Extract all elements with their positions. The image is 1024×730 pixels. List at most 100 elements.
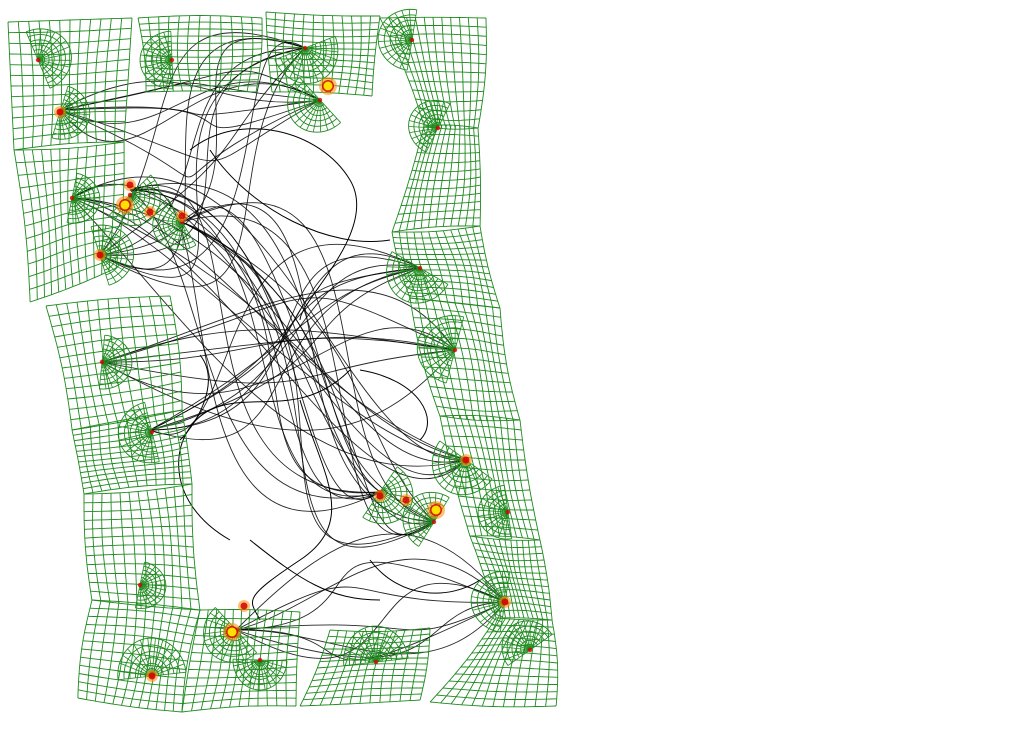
fan-spoke [259, 659, 281, 680]
fan-spoke [37, 31, 56, 61]
fan-spoke [147, 59, 173, 80]
flow-line [149, 267, 421, 431]
mesh-gridline [477, 556, 545, 562]
fan-spoke [378, 34, 413, 41]
fan-spoke [129, 180, 156, 196]
fan-spoke [379, 477, 408, 493]
flow-line [181, 221, 435, 548]
flow-line [129, 189, 381, 499]
mesh-gridline [94, 18, 102, 143]
fan-spoke [391, 251, 421, 269]
flow-line [59, 99, 321, 129]
mesh-gridline [13, 149, 31, 303]
fan-spoke [156, 34, 173, 61]
singularity-core [376, 492, 384, 500]
fan-spoke [71, 174, 84, 199]
fan-spoke [364, 627, 377, 663]
fan-spoke [486, 493, 509, 513]
fan-spoke [156, 221, 183, 238]
mesh-gridline [11, 100, 127, 108]
fan-spoke [37, 52, 72, 61]
mesh-gridline [181, 705, 297, 713]
fan-spoke [379, 466, 398, 493]
mesh-fan [51, 85, 91, 140]
fan-spoke [139, 566, 156, 586]
mesh-gridline [182, 485, 192, 610]
fan-spoke [37, 29, 49, 61]
fan-spoke [431, 321, 456, 351]
fan-spoke [502, 649, 531, 654]
fan-spoke [170, 221, 183, 249]
mesh-gridline [266, 31, 378, 38]
fan-spoke [37, 40, 67, 61]
mesh-gridline [69, 390, 182, 410]
mesh-gridline [392, 225, 481, 233]
fan-spoke [140, 54, 173, 61]
flow-line [235, 601, 506, 655]
fan-spoke [235, 659, 261, 673]
mesh-gridline [145, 79, 259, 82]
fan-spoke [394, 12, 413, 41]
mesh-gridline [481, 637, 556, 642]
fan-spoke [71, 197, 74, 224]
mesh-gridline [78, 446, 188, 463]
mesh-gridline [198, 618, 300, 621]
fan-spoke [242, 659, 261, 684]
fan-spoke [163, 32, 173, 61]
fan-spoke [406, 504, 435, 523]
fan-spoke [375, 636, 399, 663]
fan-core [452, 347, 458, 353]
mesh-gridline [11, 89, 128, 98]
fan-spoke [71, 197, 91, 219]
fan-spoke [430, 100, 439, 129]
mesh-gridline [81, 648, 188, 662]
fan-spoke [159, 221, 183, 243]
mesh-gridline [441, 425, 522, 431]
singularity-highlight [431, 505, 441, 515]
fan-spoke [529, 629, 548, 651]
fan-spoke [425, 349, 456, 371]
fan-spoke [379, 483, 412, 493]
fan-spoke [101, 342, 123, 363]
mesh-gridline [128, 492, 138, 606]
mesh-gridline [424, 366, 509, 374]
flow-line [71, 197, 467, 461]
fan-spoke [154, 213, 183, 223]
fan-spoke [139, 563, 151, 586]
mesh-gridline [184, 689, 297, 696]
mesh-fan [287, 77, 341, 133]
singularity-point [374, 490, 386, 502]
fan-spoke [121, 431, 153, 447]
fan-spoke [37, 35, 62, 61]
flow-line [149, 253, 421, 431]
singularity-highlight [323, 81, 333, 91]
mesh-gridline [79, 664, 186, 679]
singularity-point [223, 623, 241, 641]
flow-line [129, 189, 381, 500]
fan-spoke [415, 495, 435, 523]
fan-spoke [454, 316, 465, 351]
mesh-gridline [197, 15, 202, 91]
mesh-gridline [10, 79, 129, 87]
fan-spoke [118, 431, 153, 434]
fan-spoke [387, 39, 413, 61]
fan-spoke [529, 625, 543, 651]
fan-spoke [419, 267, 424, 303]
fan-spoke [498, 511, 509, 539]
mesh-gridline [79, 673, 185, 687]
mesh-gridline [55, 304, 82, 429]
fan-spoke [478, 511, 509, 517]
mesh-gridline [454, 673, 558, 678]
mesh-gridline [484, 576, 548, 581]
mesh-gridline [411, 307, 501, 318]
fan-spoke [130, 408, 153, 433]
mesh-gridline [384, 25, 487, 28]
mesh-gridline [64, 362, 181, 379]
mesh-gridline [76, 19, 81, 144]
fan-spoke [294, 99, 321, 124]
mesh-gridline [426, 376, 511, 384]
mesh-gridline [545, 619, 550, 707]
fan-spoke [71, 191, 99, 199]
fan-spoke [512, 625, 531, 651]
mesh-gridline [41, 149, 53, 295]
